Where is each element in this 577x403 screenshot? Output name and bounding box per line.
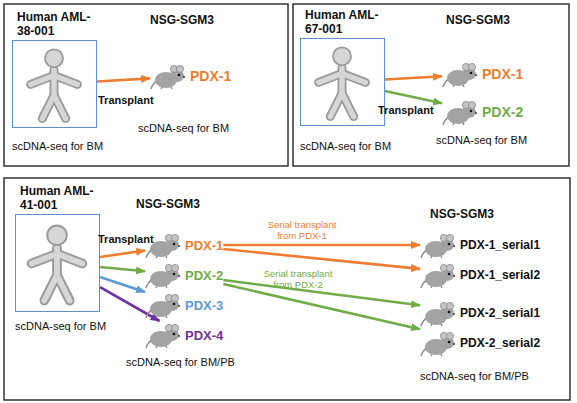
patient-caption: scDNA-seq for BM (15, 320, 127, 332)
person-symbol (32, 225, 83, 300)
strain-label: NSG-SGM3 (136, 197, 200, 211)
transplant-arrow (223, 284, 420, 329)
mouse-icon (420, 329, 456, 357)
patient-node: Human AML-41-001 scDNA-seq for BM (15, 184, 127, 332)
mouse-icon (420, 299, 456, 327)
assay-label: scDNA-seq for BM/PB (420, 370, 529, 382)
patient-heading: Human AML-41-001 (15, 184, 100, 212)
mouse-icon (420, 231, 456, 259)
transplant-label: Serial transplant from PDX-2 (258, 268, 338, 290)
mouse-node: PDX-2_serial2 (420, 329, 540, 357)
pdx-label: PDX-3 (185, 298, 223, 313)
mouse-node: PDX-3 (145, 291, 223, 319)
patient-node: Human AML-38-001 scDNA-seq for BM (12, 10, 124, 152)
mouse-symbol (421, 264, 455, 288)
mouse-icon (145, 261, 181, 289)
mouse-node: PDX-2_serial1 (420, 299, 540, 327)
patient-frame (300, 38, 385, 126)
strain-label: NSG-SGM3 (430, 207, 494, 221)
assay-label: scDNA-seq for BM/PB (126, 356, 235, 368)
mouse-icon (442, 60, 478, 88)
strain-label: NSG-SGM3 (150, 13, 214, 27)
pdx-label: PDX-2 (482, 104, 523, 120)
panel-frame (4, 178, 570, 400)
mouse-node: PDX-1 (150, 62, 231, 90)
pdx-label: PDX-4 (185, 328, 223, 343)
transplant-label: Transplant (98, 94, 154, 106)
patient-caption: scDNA-seq for BM (300, 140, 412, 152)
pdx-label: PDX-2_serial2 (460, 336, 540, 350)
mouse-symbol (421, 332, 455, 356)
mouse-symbol (146, 324, 180, 348)
mouse-icon (145, 321, 181, 349)
mouse-icon (442, 98, 478, 126)
transplant-label: Transplant (378, 104, 434, 116)
person-symbol (31, 49, 78, 118)
person-symbol (319, 47, 366, 116)
transplant-arrow (100, 267, 145, 271)
pdx-label: PDX-1_serial2 (460, 268, 540, 282)
mouse-symbol (421, 302, 455, 326)
panel-frame (293, 4, 569, 166)
transplant-label: Serial transplant from PDX-1 (262, 219, 342, 241)
mouse-node: PDX-1_serial2 (420, 261, 540, 289)
patient-frame (15, 214, 100, 312)
mouse-node: PDX-2 (145, 261, 223, 289)
patient-node: Human AML-67-001 scDNA-seq for BM (300, 8, 412, 152)
mouse-symbol (421, 234, 455, 258)
patient-frame (12, 40, 97, 128)
transplant-arrow (100, 287, 160, 321)
mouse-node: PDX-1_serial1 (420, 231, 540, 259)
transplant-arrow (97, 78, 150, 81)
patient-heading: Human AML-67-001 (300, 8, 385, 36)
panel-frame (4, 4, 288, 166)
assay-label: scDNA-seq for BM (138, 122, 229, 134)
mouse-symbol (443, 101, 477, 125)
mouse-node: PDX-1 (442, 60, 523, 88)
pdx-label: PDX-1 (185, 238, 223, 253)
pdx-label: PDX-2_serial1 (460, 306, 540, 320)
mouse-node: PDX-2 (442, 98, 523, 126)
transplant-label: Transplant (98, 233, 154, 245)
transplant-arrow (385, 91, 442, 103)
mouse-icon (145, 291, 181, 319)
mouse-icon (420, 261, 456, 289)
pdx-label: PDX-1_serial1 (460, 238, 540, 252)
mouse-node: PDX-1 (145, 231, 223, 259)
mouse-symbol (146, 264, 180, 288)
pdx-label: PDX-1 (482, 66, 523, 82)
assay-label: scDNA-seq for BM (436, 134, 527, 146)
pdx-label: PDX-1 (190, 68, 231, 84)
transplant-arrow (223, 249, 420, 269)
strain-label: NSG-SGM3 (446, 13, 510, 27)
pdx-label: PDX-2 (185, 268, 223, 283)
patient-caption: scDNA-seq for BM (12, 140, 124, 152)
transplant-arrow (223, 244, 420, 247)
transplant-arrow (385, 76, 442, 79)
person-icon (13, 41, 96, 127)
mouse-symbol (146, 294, 180, 318)
mouse-symbol (443, 63, 477, 87)
transplant-arrow (100, 251, 145, 257)
mouse-icon (150, 62, 186, 90)
mouse-node: PDX-4 (145, 321, 223, 349)
person-icon (301, 39, 384, 125)
patient-heading: Human AML-38-001 (12, 10, 97, 38)
mouse-symbol (151, 65, 185, 89)
person-icon (16, 215, 99, 311)
